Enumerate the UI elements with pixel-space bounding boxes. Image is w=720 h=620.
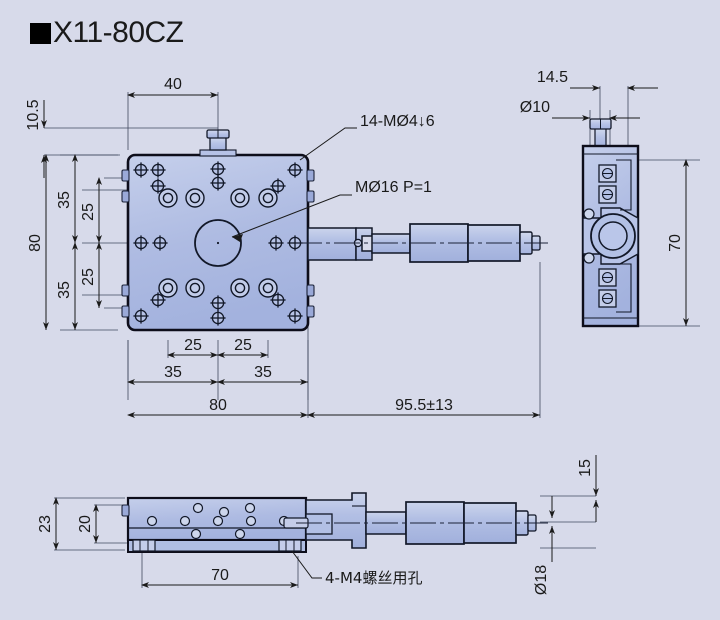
dim-label-20: 20 xyxy=(77,515,94,533)
dim-40: 40 xyxy=(127,76,218,98)
dim-label-40: 40 xyxy=(164,76,182,93)
top-view-tapped-holes xyxy=(133,161,303,326)
dim-label-25-lower: 25 xyxy=(80,268,97,286)
dim-label-14-5: 14.5 xyxy=(537,69,568,86)
top-view-counterbore-holes-top xyxy=(158,188,278,208)
top-view-left-tabs xyxy=(121,169,130,318)
dim-label-10-5: 10.5 xyxy=(25,99,42,130)
dim-label-35-upper: 35 xyxy=(56,191,73,209)
leader-tapped-holes: 14-MØ4↓6 xyxy=(299,113,435,161)
dim-80-horizontal: 80 xyxy=(127,397,308,418)
dim-35-lower-vertical: 35 xyxy=(56,242,78,330)
front-view-micrometer-assembly xyxy=(283,492,548,549)
side-view-socket-screws-upper xyxy=(598,159,632,211)
dim-label-23: 23 xyxy=(37,515,54,533)
dim-25-lower-vertical: 25 xyxy=(80,242,102,308)
dim-label-dia-10: Ø10 xyxy=(520,99,550,116)
dim-35-bottom-right: 35 xyxy=(217,364,308,385)
dim-80-vertical: 80 xyxy=(27,154,49,330)
black-square-bullet-icon xyxy=(30,22,51,44)
dim-25-bottom-left: 25 xyxy=(167,337,218,358)
leader-mounting-holes: 4-M4螺丝用孔 xyxy=(291,550,422,587)
leader-label-mounting-holes: 4-M4螺丝用孔 xyxy=(325,569,422,587)
top-view-micrometer-assembly xyxy=(296,223,548,263)
dim-label-80-vertical: 80 xyxy=(27,234,44,252)
dim-14-5: 14.5 xyxy=(537,69,658,91)
dim-25-upper-vertical: 25 xyxy=(80,177,102,243)
top-view-right-tabs xyxy=(306,169,315,318)
top-view-counterbore-holes-bottom xyxy=(158,278,278,298)
dim-20: 20 xyxy=(77,504,99,543)
dim-label-70-front: 70 xyxy=(211,567,229,584)
dim-label-25-bottom-left: 25 xyxy=(184,337,202,354)
side-view-socket-screws-lower xyxy=(598,263,632,313)
page-title: X11-80CZ xyxy=(53,16,184,49)
drawing-title-block: X11-80CZ xyxy=(30,18,184,48)
dim-label-15: 15 xyxy=(577,459,594,477)
top-view-group: 10.5 40 80 35 35 xyxy=(25,76,548,418)
dim-23: 23 xyxy=(37,497,59,550)
leader-label-tapped-holes: 14-MØ4↓6 xyxy=(360,113,435,130)
dim-label-25-bottom-right: 25 xyxy=(234,337,252,354)
dim-15: 15 xyxy=(577,455,599,522)
dim-95-5: 95.5±13 xyxy=(307,397,540,418)
leader-label-micrometer-thread: MØ16 P=1 xyxy=(355,179,432,196)
dim-35-bottom-left: 35 xyxy=(127,364,218,385)
front-view-group: 23 20 xyxy=(37,455,599,595)
side-view-adjuster-screw xyxy=(589,118,612,147)
top-view-center-mark xyxy=(216,241,220,245)
dim-label-70-side: 70 xyxy=(667,234,684,252)
dim-label-80-horizontal: 80 xyxy=(209,397,227,414)
dim-70-side: 70 xyxy=(667,159,689,326)
dim-label-35-bottom-left: 35 xyxy=(164,364,182,381)
dim-label-35-lower: 35 xyxy=(56,281,73,299)
dim-label-25-upper: 25 xyxy=(80,203,97,221)
dim-label-95-5: 95.5±13 xyxy=(395,397,453,414)
dim-label-35-bottom-right: 35 xyxy=(254,364,272,381)
top-view-adjuster-screw xyxy=(199,129,237,157)
dim-25-bottom-right: 25 xyxy=(217,337,268,358)
dim-10-5: 10.5 xyxy=(25,99,47,178)
leader-micrometer-thread: MØ16 P=1 xyxy=(231,179,432,242)
dim-35-upper-vertical: 35 xyxy=(56,154,78,243)
dim-dia-10: Ø10 xyxy=(520,99,640,121)
side-view-group: 14.5 Ø10 xyxy=(520,69,700,328)
dim-dia-18: Ø18 xyxy=(533,496,555,595)
dim-70-front: 70 xyxy=(141,567,298,588)
side-view-bearing xyxy=(582,207,639,265)
dim-label-dia-18: Ø18 xyxy=(533,565,550,595)
front-view-stage-body xyxy=(121,496,308,553)
top-view-center-bore xyxy=(194,219,242,267)
